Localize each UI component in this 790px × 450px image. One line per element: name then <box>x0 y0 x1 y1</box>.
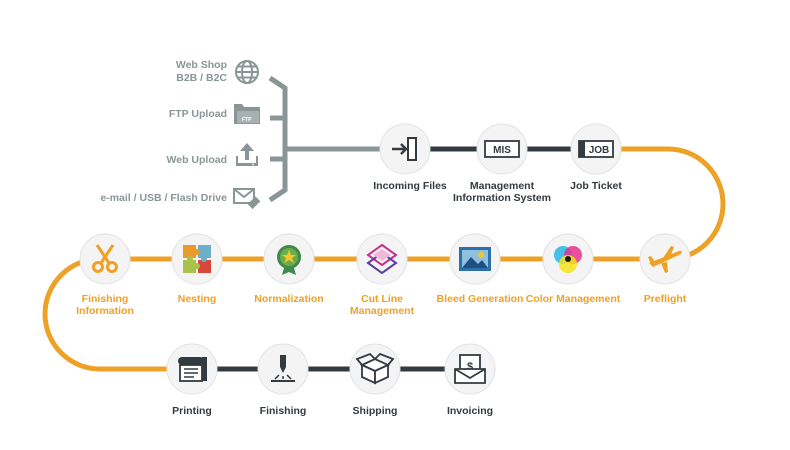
source-label-webupload: Web Upload <box>166 154 227 166</box>
label-shipping: Shipping <box>352 405 398 417</box>
label-nesting: Nesting <box>177 293 217 305</box>
node-incoming-files <box>379 123 431 175</box>
connector-curve-right <box>620 146 726 262</box>
node-cut-line <box>356 233 408 285</box>
box-icon <box>355 352 395 385</box>
picture-icon <box>459 247 491 271</box>
node-preflight <box>639 233 691 285</box>
node-finishing-print <box>257 343 309 395</box>
label-normalization: Normalization <box>254 293 324 305</box>
node-nesting <box>171 233 223 285</box>
source-webshop <box>235 60 259 84</box>
label-color-management: Color Management <box>525 293 621 305</box>
mail-usb-icon <box>233 188 261 210</box>
puzzle-icon <box>183 245 211 273</box>
node-shipping <box>349 343 401 395</box>
node-finishing <box>79 233 131 285</box>
connectors <box>42 75 726 372</box>
label-printing: Printing <box>172 405 212 417</box>
node-circle <box>171 233 223 285</box>
svg-text:$: $ <box>467 361 473 373</box>
svg-text:MIS: MIS <box>493 145 511 156</box>
label-incoming-files: Incoming Files <box>373 180 447 192</box>
source-bracket <box>268 75 296 203</box>
label-preflight: Preflight <box>643 293 687 305</box>
source-ftp: FTP <box>234 104 260 124</box>
node-bleed-generation <box>449 233 501 285</box>
label-job-ticket: Job Ticket <box>570 180 622 192</box>
label-invoicing: Invoicing <box>446 405 494 417</box>
badge-icon <box>277 245 301 275</box>
node-color-management <box>542 233 594 285</box>
source-label-ftp: FTP Upload <box>168 108 227 120</box>
node-normalization <box>263 233 315 285</box>
source-webupload <box>236 143 258 166</box>
source-label-mail: e-mail / USB / Flash Drive <box>100 192 227 204</box>
source-mail <box>233 188 261 210</box>
mis-icon: MIS <box>484 140 520 158</box>
door-enter-icon <box>392 137 417 161</box>
cutline-icon <box>366 243 398 275</box>
connector-curve-left <box>42 256 101 372</box>
svg-text:FTP: FTP <box>242 117 252 123</box>
node-invoicing: $ <box>444 343 496 395</box>
plane-icon <box>648 246 682 273</box>
printer-icon <box>178 357 207 382</box>
process-nodes: MIS JOB $ <box>79 123 691 395</box>
cmyk-icon <box>554 246 582 273</box>
scissors-icon <box>92 244 118 273</box>
node-management: MIS <box>476 123 528 175</box>
label-finishing: Finishing <box>259 405 307 417</box>
job-ticket-icon: JOB <box>578 140 614 158</box>
upload-icon <box>236 143 258 166</box>
cutter-icon <box>271 355 295 382</box>
svg-text:JOB: JOB <box>589 145 610 156</box>
label-bleed-generation: Bleed Generation <box>436 293 524 305</box>
globe-icon <box>235 60 259 84</box>
ftp-folder-icon: FTP <box>234 104 260 124</box>
node-job-ticket: JOB <box>570 123 622 175</box>
invoice-icon: $ <box>454 354 486 384</box>
node-printing <box>166 343 218 395</box>
